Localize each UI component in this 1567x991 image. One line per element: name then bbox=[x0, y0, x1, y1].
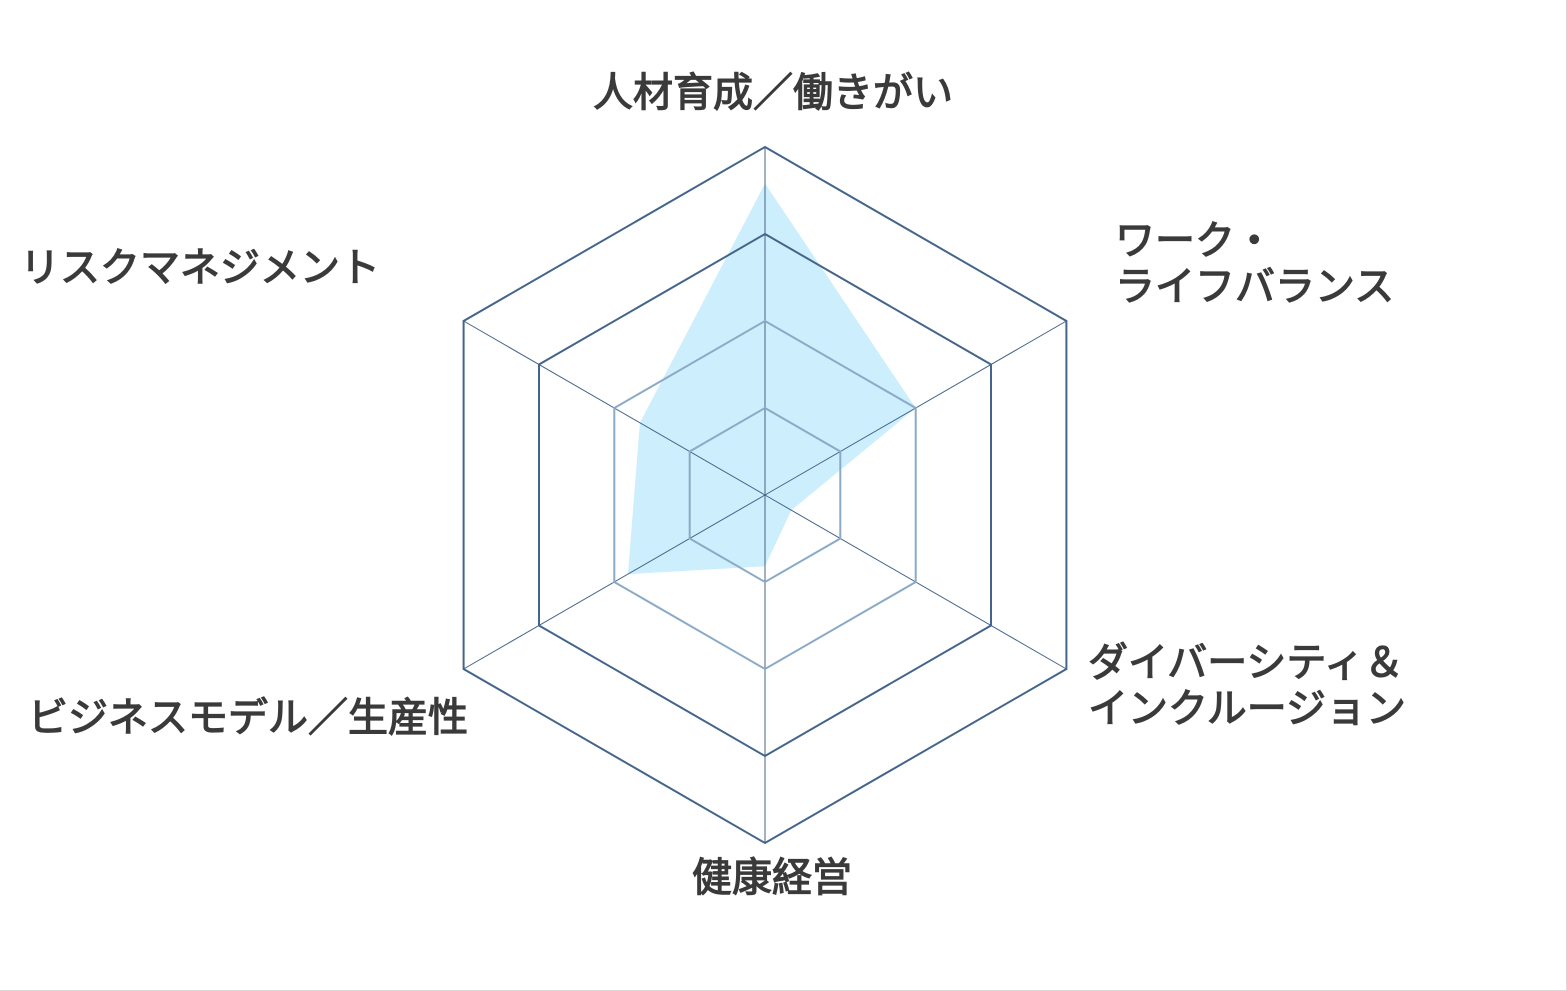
axis-label-risk: リスクマネジメント bbox=[20, 245, 380, 291]
axis-label-work-life: ワーク・ ライフバランス bbox=[1115, 218, 1395, 310]
grid-ring-3 bbox=[538, 232, 992, 758]
grid-ring-1 bbox=[688, 406, 842, 584]
data-area-0 bbox=[627, 183, 916, 575]
axis-label-talent: 人材育成／働きがい bbox=[593, 70, 953, 116]
axis-label-business-model: ビジネスモデル／生産性 bbox=[28, 695, 468, 741]
axis-label-health: 健康経営 bbox=[692, 855, 852, 901]
grid-ring-4 bbox=[462, 145, 1068, 845]
grid-ring-2 bbox=[613, 319, 917, 671]
axis-label-diversity: ダイバーシティ＆ インクルージョン bbox=[1088, 640, 1406, 732]
